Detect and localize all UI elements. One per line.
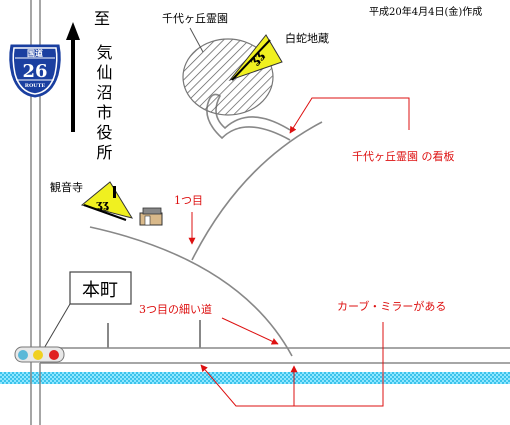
created-date: 平成20年4月4日(金)作成 [369,5,482,18]
signboard-leader [289,97,410,134]
curved-road [89,226,293,357]
svg-text:ʓʓ: ʓʓ [96,198,109,211]
town-leader [42,303,71,351]
route-sign-top: 国道 [27,48,43,58]
route-sign-number: 26 [22,61,47,82]
third-road-label: 3つ目の細い道 [139,302,212,316]
jizo-flag-icon: ʓʓ [228,34,283,82]
curve-mirror-label: カーブ・ミラーがある [337,299,446,313]
temple-flag-icon: ʓʓ [80,181,134,221]
town-label-box [69,271,132,305]
third-road-arrow [221,317,279,345]
destination-label: 気仙沼市役所 [94,44,113,164]
cemetery-label: 千代ヶ丘霊園 [162,12,228,25]
route-26-shield-icon [9,44,61,98]
hill-road [191,121,323,261]
signboard-label: 千代ヶ丘霊園 の看板 [352,149,455,163]
jizo-label: 白蛇地蔵 [285,31,329,45]
temple-label: 観音寺 [50,180,83,194]
temple-building-icon [139,207,163,226]
river [0,372,510,384]
curve-mirror-leader [200,322,384,407]
route-sign-bottom: ROUTE [25,83,46,89]
destination-prefix: 至 [94,9,110,28]
cemetery-pointer [189,27,204,53]
first-turn-label: 1つ目 [174,194,203,207]
north-arrow-head-icon [66,22,80,40]
traffic-signal-icon [14,346,65,363]
town-label: 本町 [82,280,118,301]
